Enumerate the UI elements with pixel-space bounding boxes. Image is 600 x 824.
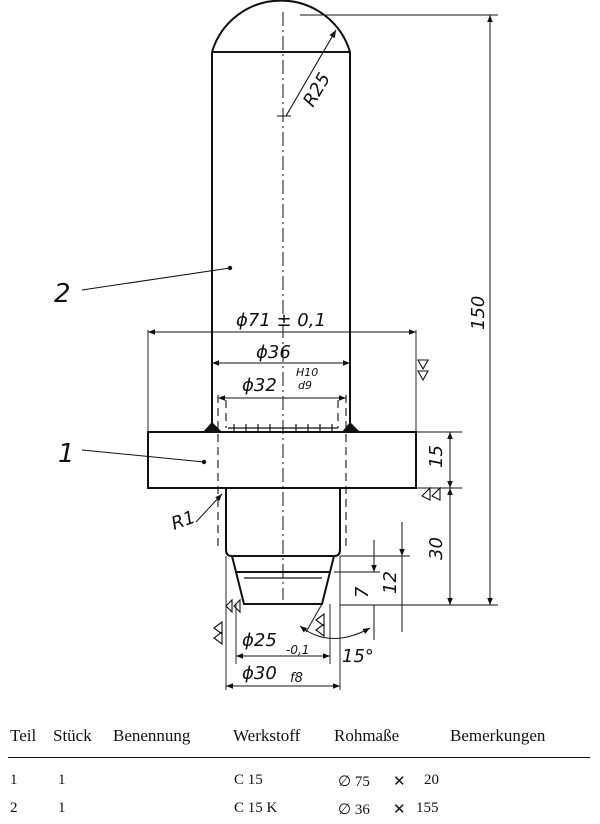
dim-71-label: ϕ71 ± 0,1: [236, 310, 326, 331]
header-stueck: Stück: [53, 726, 92, 745]
row1-teil: 1: [10, 772, 18, 788]
r25-leader: [285, 29, 337, 117]
row2-times: ✕: [393, 802, 406, 818]
dim-150-label: 150: [468, 296, 489, 330]
part-2-pin: [211, 0, 351, 428]
dim-7-label: 7: [352, 586, 373, 598]
row2-diameter: ∅ 36: [338, 802, 370, 818]
row1-werkstoff: C 15: [234, 772, 263, 788]
row2-length: 155: [416, 800, 439, 816]
dim-25-tol: -0,1: [286, 643, 309, 657]
row2-werkstoff: C 15 K: [234, 800, 278, 816]
part-1-leader: [81, 449, 205, 463]
angle-15-arc: [299, 625, 371, 639]
surface-finish-marks: [213, 359, 441, 646]
part-2-leader: [81, 267, 231, 291]
r1-label: R1: [169, 507, 199, 535]
dim-30f8-tol: f8: [290, 671, 303, 686]
dim-30-label: 30: [426, 537, 447, 560]
row1-diameter: ∅ 75: [338, 774, 370, 790]
dim-32-label: ϕ32: [242, 375, 277, 396]
angle-15-label: 15°: [342, 646, 374, 667]
lower-pin: [225, 488, 341, 605]
header-benennung: Benennung: [113, 726, 191, 745]
header-teil: Teil: [10, 726, 37, 745]
technical-drawing: R25 150 ϕ71 ± 0,1 ϕ36 ϕ32 H10: [54, 0, 498, 690]
dim-32-tol-upper: H10: [296, 366, 318, 379]
part-1-label: 1: [58, 439, 75, 469]
row1-times: ✕: [393, 774, 406, 790]
pin-dome: [211, 0, 351, 53]
dim-30f8-label: ϕ30: [242, 663, 277, 684]
part-1-disk: [147, 422, 417, 489]
dim-25-label: ϕ25: [242, 630, 277, 651]
r25-label: R25: [299, 69, 335, 110]
dim-36-label: ϕ36: [256, 342, 291, 363]
part-2-label: 2: [54, 279, 71, 309]
row1-length: 20: [424, 772, 439, 788]
dim-32-tol-lower: d9: [298, 379, 312, 392]
r1-leader: [195, 493, 223, 523]
hidden-lines: [217, 395, 347, 550]
row2-teil: 2: [10, 800, 18, 816]
bore-ticks: [228, 424, 338, 432]
header-rohmasse: Rohmaße: [334, 726, 400, 745]
header-bemerkungen: Bemerkungen: [450, 726, 546, 745]
header-werkstoff: Werkstoff: [233, 726, 301, 745]
row2-stueck: 1: [58, 800, 66, 816]
row1-stueck: 1: [58, 772, 66, 788]
dim-15-label: 15: [426, 445, 447, 468]
header-rule: [8, 757, 590, 758]
dim-12-label: 12: [380, 571, 401, 594]
